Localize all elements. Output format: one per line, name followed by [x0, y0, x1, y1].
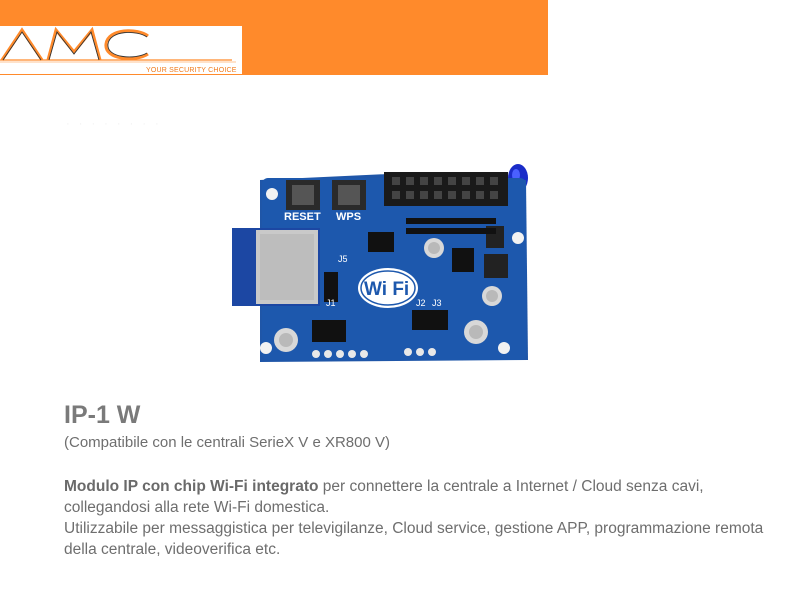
description-paragraph-1: Modulo IP con chip Wi-Fi integrato per c…: [64, 476, 784, 518]
description-line1-rest: per connettere la centrale a Internet / …: [64, 478, 704, 516]
description-paragraph-2: Utilizzabile per messaggistica per telev…: [64, 520, 764, 558]
board-label-j5: J5: [338, 254, 348, 264]
wifi-module-board-image: RESET WPS Wi Fi: [228, 160, 538, 375]
board-label-j1: J1: [326, 298, 336, 308]
faint-breadcrumb-text: · · · · · · · ·: [66, 118, 162, 130]
board-label-j3: J3: [432, 298, 442, 308]
logo-tagline: YOUR SECURITY CHOICE: [146, 67, 237, 74]
board-label-reset: RESET: [284, 211, 321, 223]
description-bold-intro: Modulo IP con chip Wi-Fi integrato: [64, 478, 319, 495]
board-label-wifi: Wi Fi: [364, 279, 409, 300]
product-title: IP-1 W: [64, 401, 141, 429]
amc-logo-graphic: [0, 26, 236, 63]
product-compatibility: (Compatibile con le centrali SerieX V e …: [64, 434, 390, 451]
board-label-j2: J2: [416, 298, 426, 308]
board-label-wps: WPS: [336, 211, 361, 223]
amc-logo[interactable]: YOUR SECURITY CHOICE: [0, 26, 242, 74]
product-description: Modulo IP con chip Wi-Fi integrato per c…: [64, 476, 784, 560]
